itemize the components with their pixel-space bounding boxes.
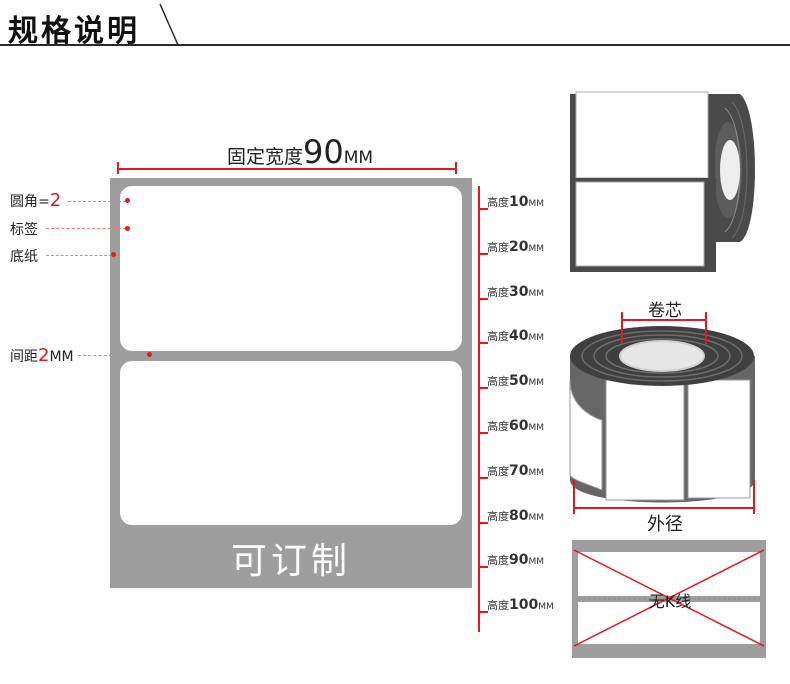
ruler-label-prefix: 高度 [487,375,509,388]
ruler-label-prefix: 高度 [487,196,509,209]
corner-radius-dot [125,198,130,203]
ruler-label: 高度90MM [487,552,544,568]
label-dot [125,226,130,231]
ruler-label-value: 50 [509,373,529,389]
ruler-label-value: 60 [509,418,529,434]
roll-front-illustration [570,91,755,272]
ruler-tick [478,477,488,479]
header-rule [0,44,790,46]
backing-callout: 底纸 [10,249,38,265]
ruler-tick [478,387,488,389]
ruler-label-unit: MM [528,289,545,299]
gap-leader [78,355,148,356]
width-value: 90 [302,133,344,171]
label-callout: 标签 [10,222,38,238]
ruler-label: 高度80MM [487,508,544,524]
corner-radius-label: 圆角= [10,194,50,210]
core-label: 卷芯 [648,301,682,321]
ruler-label: 高度50MM [487,373,544,389]
width-unit: MM [343,148,374,168]
ruler-tick [478,611,488,613]
gap-unit: MM [49,349,74,365]
ruler-label-unit: MM [528,557,545,567]
ruler-label-unit: MM [538,602,554,612]
corner-radius-callout: 圆角=2 [10,190,61,211]
gap-dot [147,352,152,357]
ruler-label-value: 10 [509,194,529,210]
custom-text: 可订制 [230,541,351,582]
ruler-label-unit: MM [528,333,545,343]
ruler-tick [478,298,488,300]
page-title: 规格说明 [8,14,140,49]
width-dimension-line [117,168,457,170]
ruler-label-unit: MM [528,513,545,523]
corner-radius-leader [68,201,126,202]
backing-dot [111,252,116,257]
ruler-label-value: 90 [509,552,529,568]
no-gap-line-label: 无K线 [648,592,692,611]
ruler-tick [478,566,488,568]
gap-value: 2 [38,345,50,366]
ruler-label-unit: MM [528,244,545,254]
ruler-label-unit: MM [528,199,545,209]
ruler-tick [478,208,488,210]
ruler-label-prefix: 高度 [487,465,509,478]
ruler-label-prefix: 高度 [487,599,509,612]
width-dimension-tick-right [455,162,457,174]
ruler-label-prefix: 高度 [487,330,509,343]
ruler-tick [478,342,488,344]
ruler-label-unit: MM [528,423,545,433]
width-prefix: 固定宽度 [226,146,303,168]
ruler-label: 高度20MM [487,239,544,255]
outer-diameter-label: 外径 [647,514,683,535]
width-dimension-tick-left [117,162,119,174]
ruler-label: 高度40MM [487,328,544,344]
ruler-tick [478,432,488,434]
no-gap-line-illustration [572,540,766,658]
label-card [120,361,462,525]
backing-leader [46,255,112,256]
ruler-tick [478,522,488,524]
gap-callout: 间距2MM [10,345,74,366]
corner-radius-value: 2 [49,190,62,211]
ruler-tick [478,253,488,255]
ruler-label-prefix: 高度 [487,420,509,433]
ruler-label-unit: MM [528,468,545,478]
label-card [120,186,462,351]
roll-illustrations [569,91,766,658]
ruler-label-prefix: 高度 [487,510,509,523]
ruler-label: 高度60MM [487,418,544,434]
header-slant-decoration [159,3,179,46]
height-ruler-axis [478,186,480,632]
width-dimension-label: 固定宽度90MM [200,133,400,171]
ruler-label: 高度10MM [487,194,544,210]
ruler-label-value: 100 [509,597,539,613]
gap-label: 间距 [10,349,38,365]
ruler-label-value: 20 [509,239,529,255]
ruler-label-value: 70 [509,463,529,479]
ruler-label-value: 30 [509,284,529,300]
ruler-label: 高度70MM [487,463,544,479]
ruler-label-prefix: 高度 [487,286,509,299]
ruler-label-unit: MM [528,378,545,388]
ruler-label-value: 80 [509,508,529,524]
ruler-label-value: 40 [509,328,529,344]
label-leader [46,228,126,229]
ruler-label: 高度100MM [487,597,554,613]
ruler-label-prefix: 高度 [487,241,509,254]
ruler-label-prefix: 高度 [487,554,509,567]
ruler-label: 高度30MM [487,284,544,300]
roll-perspective-illustration [569,312,755,514]
